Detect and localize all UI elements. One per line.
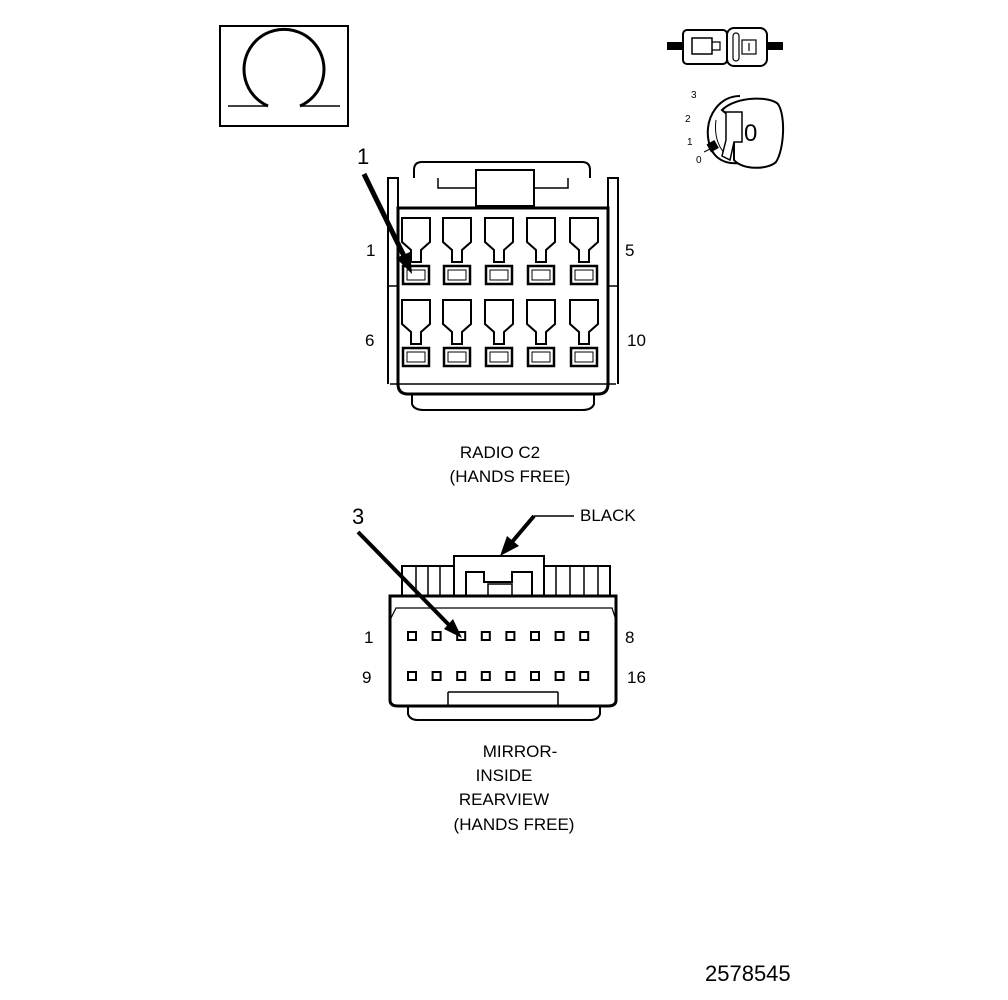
mirror-pin-label-16: 16 xyxy=(627,668,646,687)
mirror-pin xyxy=(431,671,442,681)
radio-cavity xyxy=(569,217,599,286)
callout-number-3: 3 xyxy=(352,504,365,529)
ignition-key-switch-icon xyxy=(703,95,784,169)
key-face-label: 0 xyxy=(744,120,758,147)
radio-cavity-group xyxy=(401,217,599,368)
mirror-pin xyxy=(579,671,590,681)
key-position-0: 0 xyxy=(696,155,702,166)
ohm-symbol-icon xyxy=(219,25,349,127)
color-label-black: BLACK xyxy=(580,506,636,525)
mirror-pin-label-1: 1 xyxy=(364,628,374,647)
mirror-pin xyxy=(431,631,442,641)
black-leader-arrow xyxy=(500,514,574,556)
mirror-caption-line3: REARVIEW xyxy=(458,790,550,809)
radio-cavity xyxy=(484,299,514,368)
mirror-pin xyxy=(530,671,540,681)
mirror-pin xyxy=(407,631,417,641)
radio-cavity xyxy=(401,299,431,368)
mirror-pin xyxy=(530,631,540,641)
radio-cavity xyxy=(526,217,556,286)
radio-caption-line2: (HANDS FREE) xyxy=(449,467,571,486)
radio-cavity xyxy=(484,217,514,286)
mirror-caption-line2: INSIDE xyxy=(475,766,533,785)
radio-cavity xyxy=(442,217,472,286)
connector-plug-icon xyxy=(667,27,783,67)
radio-caption-line1: RADIO C2 xyxy=(459,443,541,462)
mirror-pin xyxy=(480,631,491,641)
mirror-pin xyxy=(505,671,516,681)
radio-cavity xyxy=(569,299,599,368)
mirror-pin xyxy=(505,631,516,641)
mirror-pin-group xyxy=(407,631,590,681)
callout-arrow-1 xyxy=(361,172,412,274)
key-position-2: 2 xyxy=(685,114,691,125)
radio-pin-label-1: 1 xyxy=(366,241,376,260)
mirror-caption-line4: (HANDS FREE) xyxy=(453,815,575,834)
radio-cavity xyxy=(442,299,472,368)
mirror-pin xyxy=(579,631,590,641)
radio-cavity xyxy=(526,299,556,368)
callout-number-1: 1 xyxy=(357,144,370,169)
mirror-pin xyxy=(554,671,565,681)
mirror-pin-label-8: 8 xyxy=(625,628,635,647)
radio-pin-label-5: 5 xyxy=(625,241,635,260)
mirror-pin xyxy=(554,631,565,641)
radio-pin-label-10: 10 xyxy=(627,331,646,350)
mirror-pin xyxy=(480,671,491,681)
mirror-pin xyxy=(456,671,467,681)
mirror-pin xyxy=(456,631,467,641)
mirror-caption-line1: MIRROR- xyxy=(482,742,558,761)
radio-pin-label-6: 6 xyxy=(365,331,375,350)
figure-number: 2578545 xyxy=(705,961,791,986)
mirror-pin xyxy=(407,671,417,681)
mirror-pin-label-9: 9 xyxy=(362,668,372,687)
radio-c2-connector xyxy=(387,161,619,411)
callout-arrow-3 xyxy=(356,530,462,638)
key-position-3: 3 xyxy=(691,90,697,101)
mirror-connector xyxy=(388,555,618,721)
key-position-1: 1 xyxy=(687,137,693,148)
